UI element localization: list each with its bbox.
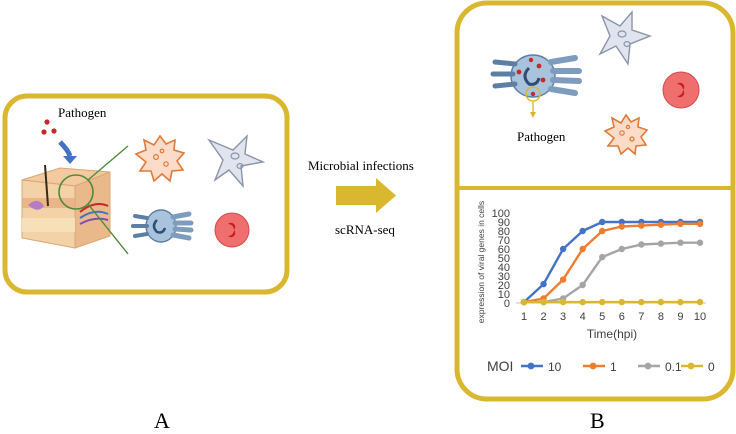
data-point (618, 223, 625, 230)
data-point (618, 298, 625, 306)
data-point (579, 298, 586, 306)
data-point (677, 298, 684, 306)
data-point (599, 298, 606, 306)
legend-entry-0.1: 0.1 (665, 360, 682, 374)
data-point (657, 240, 665, 247)
data-point (657, 221, 665, 228)
data-point (540, 298, 547, 306)
y-tick-label: 20 (498, 280, 510, 292)
data-point (638, 298, 645, 306)
x-tick-label: 10 (694, 311, 706, 323)
legend-entry-1: 1 (610, 360, 617, 374)
y-axis-title: expression of viral genes in cells (476, 201, 486, 323)
data-point (657, 298, 665, 306)
x-tick-label: 4 (580, 311, 586, 323)
y-tick-label: 100 (492, 208, 510, 220)
y-tick-label: 50 (498, 253, 510, 265)
data-point (696, 220, 704, 227)
data-point (677, 239, 684, 246)
x-tick-label: 7 (638, 311, 644, 323)
spiky-cell-icon (134, 134, 186, 183)
y-tick-label: 80 (498, 226, 510, 238)
data-point (638, 222, 645, 229)
x-tick-label: 3 (560, 311, 566, 323)
data-point (559, 245, 567, 253)
data-point (579, 245, 586, 253)
data-point (540, 280, 547, 288)
arrow-label-top: Microbial infections (308, 158, 414, 173)
data-point (559, 276, 567, 283)
data-point (559, 298, 567, 306)
series-line-10 (523, 220, 700, 303)
pathogen-label: Pathogen (58, 105, 107, 120)
data-point (599, 227, 606, 235)
legend-entry-10: 10 (548, 360, 562, 374)
x-tick-label: 1 (521, 311, 527, 323)
data-point (696, 239, 704, 246)
x-tick-label: 5 (599, 311, 605, 323)
y-tick-label: 30 (498, 271, 510, 283)
arrow-label-bottom: scRNA-seq (335, 222, 395, 237)
y-tick-label: 90 (498, 217, 510, 229)
data-point (618, 245, 625, 253)
x-tick-label: 6 (619, 311, 625, 323)
red-cell-icon (214, 212, 250, 248)
x-tick-label: 2 (540, 311, 546, 323)
x-tick-label: 9 (677, 311, 683, 323)
legend-title: MOI (487, 358, 513, 374)
series-line-1 (523, 222, 700, 304)
red-cell-icon (662, 71, 700, 109)
y-tick-label: 10 (498, 289, 510, 301)
series-line-0.1 (524, 241, 700, 304)
infected-dendritic-cell-icon (490, 54, 582, 118)
data-point (638, 241, 645, 248)
dendritic-cell-icon (131, 209, 194, 243)
x-axis-title: Time(hpi) (587, 327, 637, 341)
skin-tissue-icon (21, 164, 111, 249)
legend-swatch-marker (589, 362, 597, 370)
y-tick-label: 60 (498, 244, 510, 256)
y-tick-label: 0 (504, 298, 510, 310)
process-arrow (336, 178, 396, 213)
pathogen-label: Pathogen (517, 129, 566, 144)
zoom-indicator (58, 145, 129, 255)
data-point (579, 281, 586, 289)
panel-label-a: A (154, 408, 170, 433)
star-cell-icon (207, 134, 266, 189)
y-tick-label: 40 (498, 262, 510, 274)
data-point (677, 220, 684, 227)
panel-label-b: B (590, 408, 605, 433)
pathogen-dots (41, 119, 57, 135)
data-point (579, 227, 586, 235)
data-point (520, 298, 528, 306)
spiky-cell-icon (603, 113, 649, 156)
data-point (696, 298, 704, 306)
star-cell-icon (598, 10, 653, 67)
legend-swatch-marker (527, 362, 535, 370)
legend-swatch-marker (644, 362, 652, 370)
legend-swatch-marker (687, 362, 695, 370)
x-tick-label: 8 (658, 311, 664, 323)
data-point (599, 218, 606, 226)
y-tick-label: 70 (498, 235, 510, 247)
curved-arrow-icon (58, 140, 77, 164)
data-point (599, 253, 606, 261)
data-point (618, 218, 625, 226)
legend-entry-0: 0 (708, 360, 715, 374)
